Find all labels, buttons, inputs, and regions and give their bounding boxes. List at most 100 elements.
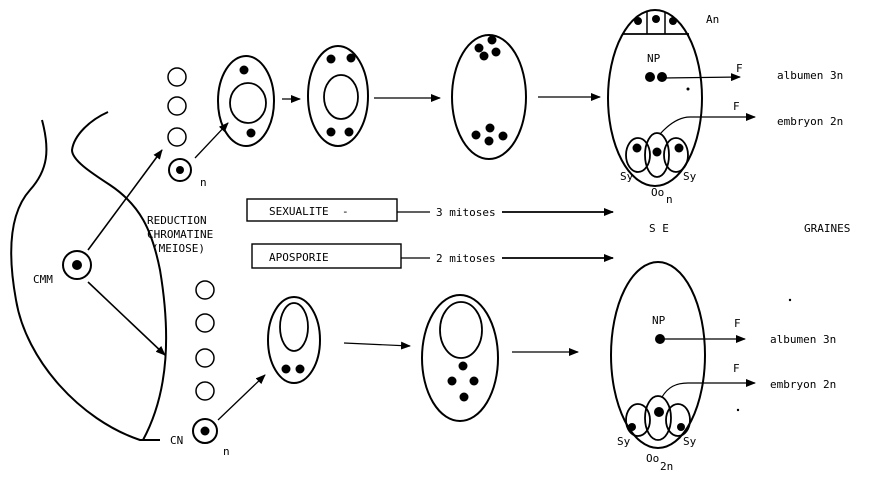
- synergid-label-left: Sy: [620, 170, 634, 183]
- embryon-label-upper: embryon 2n: [777, 115, 843, 128]
- functional-megaspore-nucleus: [176, 166, 184, 174]
- sexualite-label: SEXUALITE: [269, 205, 329, 218]
- nucleus: [345, 128, 354, 137]
- cn-label: CN: [170, 434, 183, 447]
- cmm-label: CMM: [33, 273, 53, 286]
- synergid-nucleus: [675, 144, 684, 153]
- synergid-right: [664, 138, 688, 172]
- reduction-label-line3: (MEIOSE): [152, 242, 205, 255]
- nucleus: [460, 393, 469, 402]
- nucleus: [475, 44, 484, 53]
- reduction-label-line1: REDUCTION: [147, 214, 207, 227]
- aposporie-label: APOSPORIE: [269, 251, 329, 264]
- egg-nucleus: [653, 148, 662, 157]
- arrow-fertilize-embryon-lower: [662, 383, 755, 397]
- embryo-sac-outline: [308, 46, 368, 146]
- f-label-embryon-upper: F: [733, 100, 740, 113]
- mitoses-2-label: 2 mitoses: [436, 252, 496, 265]
- lower-stage-1: [268, 297, 320, 383]
- oosphere-sub-upper: n: [666, 193, 673, 206]
- egg-nucleus: [654, 407, 664, 417]
- antipodes-label: An: [706, 13, 719, 26]
- synergid-nucleus: [677, 423, 685, 431]
- small-dot: [737, 409, 739, 411]
- cmm-cell-nucleus: [72, 260, 82, 270]
- lower-mature-embryo-sac: NP Sy Sy Oo 2n: [611, 262, 705, 473]
- nucleus: [347, 54, 356, 63]
- f-label-albumen-lower: F: [734, 317, 741, 330]
- nucellus-cell: [196, 382, 214, 400]
- oosphere-sub-lower: 2n: [660, 460, 673, 473]
- polar-nuclei-label-lower: NP: [652, 314, 666, 327]
- sexualite-box: SEXUALITE -: [247, 199, 397, 221]
- antipode-nucleus: [652, 15, 660, 23]
- graines-label: GRAINES: [804, 222, 850, 235]
- nucleus: [459, 362, 468, 371]
- ovule: CMM: [11, 112, 166, 440]
- arrow-cmm-down: [88, 282, 165, 355]
- nucleus: [499, 132, 508, 141]
- nucleus: [240, 66, 249, 75]
- arrow-lower-1-2: [344, 343, 410, 346]
- nucleus: [282, 365, 291, 374]
- upper-stage-4-nucleate: [308, 46, 368, 146]
- n-label-lower: n: [223, 445, 230, 458]
- upper-mature-embryo-sac: An NP Sy Sy Oo n: [608, 10, 719, 206]
- lower-stage-2: [422, 295, 498, 421]
- synergid-nucleus: [628, 423, 636, 431]
- small-dot: [789, 299, 791, 301]
- nucleus: [485, 137, 494, 146]
- vacuole: [230, 83, 266, 123]
- nucleus: [327, 55, 336, 64]
- f-label-embryon-lower: F: [733, 362, 740, 375]
- antipode-nucleus: [669, 17, 677, 25]
- antipode-nucleus: [634, 17, 642, 25]
- aposporie-box: APOSPORIE: [252, 244, 401, 268]
- oosphere-label-upper: Oo: [651, 186, 664, 199]
- albumen-label-lower: albumen 3n: [770, 333, 836, 346]
- nucleus: [296, 365, 305, 374]
- arrow-cn-to-stage1: [218, 375, 265, 420]
- nucleus: [486, 124, 495, 133]
- nucellus-cell: [196, 349, 214, 367]
- nucellus-cell: [196, 314, 214, 332]
- nucleus: [327, 128, 336, 137]
- se-label: S E: [649, 222, 669, 235]
- vacuole: [280, 303, 308, 351]
- n-label-upper: n: [200, 176, 207, 189]
- sexualite-dash: -: [342, 205, 349, 218]
- tetrad-cell: [168, 128, 186, 146]
- tetrad-cell: [168, 68, 186, 86]
- nucleus: [480, 52, 489, 61]
- nucleus: [488, 36, 497, 45]
- nucleus: [448, 377, 457, 386]
- lower-cells: CN n: [170, 281, 230, 458]
- synergid-label-right: Sy: [683, 170, 697, 183]
- synergid-right: [666, 404, 690, 436]
- mitoses-3-label: 3 mitoses: [436, 206, 496, 219]
- polar-nuclei-label-upper: NP: [647, 52, 661, 65]
- synergid-nucleus: [633, 144, 642, 153]
- synergid-label-right: Sy: [683, 435, 697, 448]
- vacuole: [324, 75, 358, 119]
- polar-nucleus: [645, 72, 655, 82]
- nucellar-cell-cn-nucleus: [201, 427, 210, 436]
- arrow-fertilize-albumen-upper: [663, 77, 740, 78]
- arrow-fertilize-embryon-upper: [660, 117, 755, 134]
- nucleus: [470, 377, 479, 386]
- egg-cell: [645, 396, 671, 440]
- reduction-label-line2: CHROMATINE: [147, 228, 213, 241]
- upper-tetrad: n: [168, 68, 207, 189]
- tetrad-cell: [168, 97, 186, 115]
- vacuole: [440, 302, 482, 358]
- synergid-label-left: Sy: [617, 435, 631, 448]
- polar-nucleus: [657, 72, 667, 82]
- f-label-albumen-upper: F: [736, 62, 743, 75]
- nucellus-cell: [196, 281, 214, 299]
- nucleus: [247, 129, 256, 138]
- upper-stage-8-nucleate: [452, 35, 526, 159]
- nucleus: [472, 131, 481, 140]
- embryon-label-lower: embryon 2n: [770, 378, 836, 391]
